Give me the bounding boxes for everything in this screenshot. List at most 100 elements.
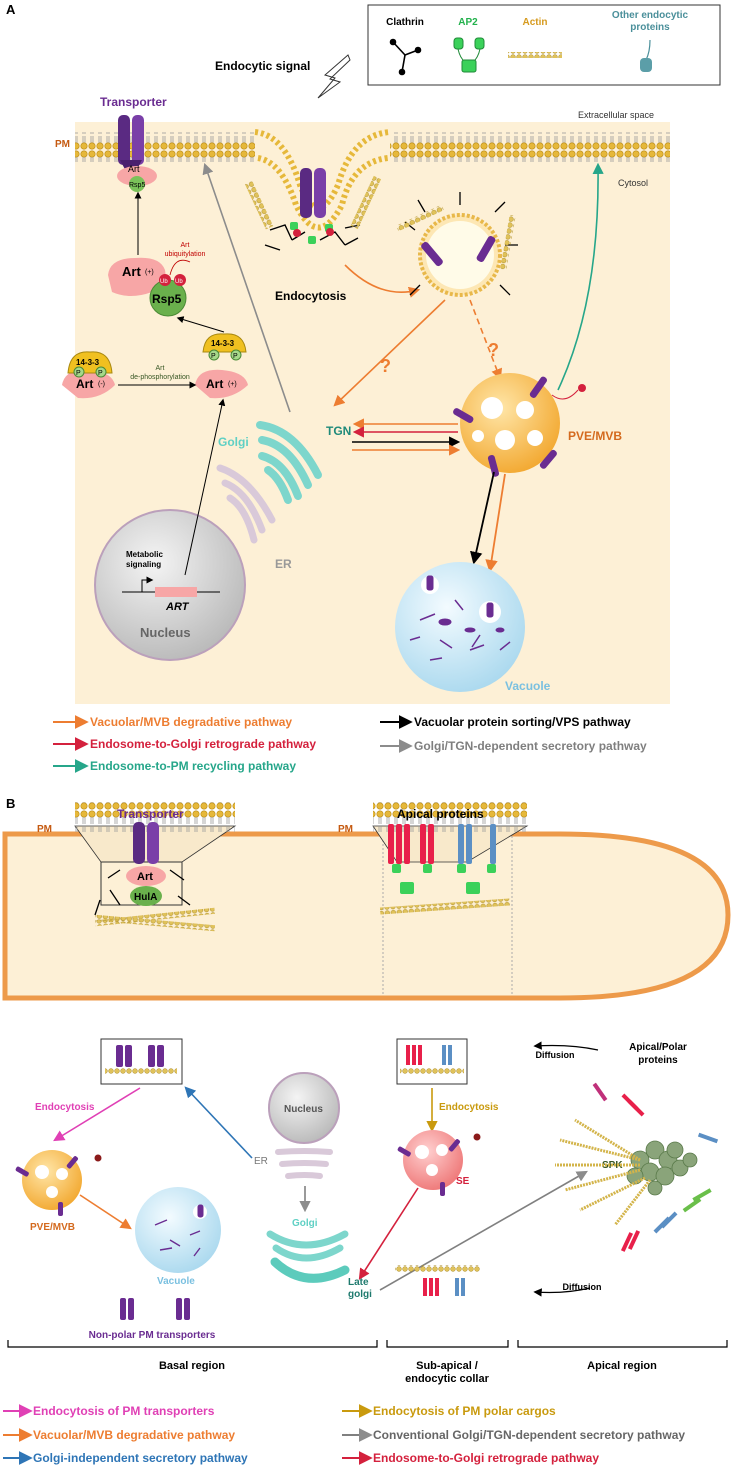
arrow-diffusion-bottom bbox=[533, 1287, 591, 1297]
apical-proteins-label: Apical proteins bbox=[397, 807, 484, 821]
art-ubiq-label: Art bbox=[122, 264, 141, 279]
ubiq-curl bbox=[169, 259, 191, 276]
art-ubiq-text-2: ubiquitylation bbox=[165, 251, 206, 258]
se-label: SE bbox=[456, 1176, 470, 1187]
p-left-2-label: P bbox=[98, 370, 103, 377]
arrow-endocytosis-magenta bbox=[53, 1087, 141, 1142]
subapical-text-1: Sub-apical / bbox=[416, 1360, 478, 1372]
endocytosis-label-a: Endocytosis bbox=[275, 289, 347, 303]
vacuole-b-contents bbox=[154, 1204, 207, 1257]
art-plus-sign: (+) bbox=[228, 381, 237, 388]
er-b bbox=[275, 1148, 333, 1179]
art-ubiq-text-1: Art bbox=[181, 242, 190, 249]
rsp5-pm-label: Rsp5 bbox=[129, 182, 145, 189]
arrow-vesicle-to-mvb bbox=[469, 299, 503, 381]
plasma-membrane-invagination bbox=[254, 129, 391, 211]
nucleus-label-a: Nucleus bbox=[140, 625, 191, 640]
ap2-icon bbox=[453, 37, 485, 73]
endocytosis-label-b2: Endocytosis bbox=[439, 1102, 499, 1113]
nucleus-label-b: Nucleus bbox=[284, 1104, 323, 1115]
gene-promoter-arrow bbox=[141, 576, 154, 592]
arrow-golgi-to-spk-gray bbox=[379, 1170, 588, 1291]
arrow-to-ubiq bbox=[176, 316, 225, 333]
non-polar-transporters bbox=[120, 1298, 190, 1320]
p-right-2 bbox=[230, 349, 242, 361]
arrow-endocytosis bbox=[344, 264, 421, 298]
rsp5-pm-blob bbox=[129, 176, 145, 192]
se-transporters bbox=[397, 1139, 460, 1196]
golgi-label-b: Golgi bbox=[292, 1218, 318, 1229]
plasma-membrane-invagination-inner bbox=[257, 155, 389, 231]
ub-tag-1-label: Ub bbox=[160, 279, 168, 285]
plasma-membrane-right bbox=[390, 132, 670, 162]
pit-actin-left bbox=[244, 180, 274, 230]
bracket-apical bbox=[517, 1340, 728, 1348]
p-right-1 bbox=[208, 349, 220, 361]
arrow-golgi-to-pm bbox=[202, 162, 291, 413]
vacuole-b bbox=[135, 1187, 221, 1273]
legend-a-orange-text: Vacuolar/MVB degradative pathway bbox=[90, 715, 292, 729]
legend-actin-label: Actin bbox=[523, 17, 548, 28]
legend-b-magenta-text: Endocytosis of PM transporters bbox=[33, 1404, 215, 1418]
spk-actin-rays bbox=[555, 1118, 652, 1226]
art-ubiq-plus: (+) bbox=[145, 269, 154, 276]
vesicle-clathrin bbox=[404, 192, 518, 296]
art-b-label: Art bbox=[137, 871, 153, 883]
arrow-mvb-to-vacuole-orange bbox=[485, 473, 506, 573]
er-label-b: ER bbox=[254, 1156, 268, 1167]
metabolic-text-2: signaling bbox=[126, 560, 161, 569]
basal-small-transporters bbox=[116, 1045, 164, 1067]
apical-ap2 bbox=[392, 864, 496, 894]
apical-actin bbox=[379, 898, 511, 915]
legend-b-gold-text: Endocytosis of PM polar cargos bbox=[373, 1404, 556, 1418]
ub-tag-2-label: Ub bbox=[175, 279, 183, 285]
transporter-label-b: Transporter bbox=[117, 807, 184, 821]
late-golgi-b bbox=[270, 1257, 350, 1283]
arrow-mvb-to-vacuole-b bbox=[79, 1194, 132, 1230]
pit-actin-right bbox=[350, 175, 382, 230]
hula-b-blob bbox=[130, 886, 162, 906]
legend-a-teal-text: Endosome-to-PM recycling pathway bbox=[90, 759, 296, 773]
basal-region-label: Basal region bbox=[159, 1360, 225, 1372]
bracket-subapical bbox=[386, 1340, 509, 1348]
diffusion-label-bottom: Diffusion bbox=[563, 1282, 602, 1292]
vacuole-contents-a bbox=[409, 575, 511, 661]
arrow-er-to-pm-blue bbox=[184, 1086, 253, 1159]
legend-a-black-text: Vacuolar protein sorting/VPS pathway bbox=[414, 715, 631, 729]
legend-a: Vacuolar/MVB degradative pathway Endosom… bbox=[53, 715, 647, 773]
vacuole-label-a: Vacuole bbox=[505, 679, 551, 693]
endocytosis-label-b1: Endocytosis bbox=[35, 1102, 95, 1113]
art-b-blob bbox=[126, 866, 166, 886]
legend-b-orange-text: Vacuolar/MVB degradative pathway bbox=[33, 1428, 235, 1442]
nucleus-b bbox=[268, 1072, 340, 1144]
legend-clathrin-label: Clathrin bbox=[386, 17, 424, 28]
art-minus-sign: (-) bbox=[98, 381, 105, 388]
mvb-transporters bbox=[453, 376, 557, 477]
14-3-3-left-label: 14-3-3 bbox=[76, 358, 100, 367]
basal-actin-2 bbox=[94, 914, 216, 932]
ub-tag-1 bbox=[159, 274, 171, 286]
pve-mvb-label-a: PVE/MVB bbox=[568, 429, 622, 443]
art-plus-label: Art bbox=[206, 377, 223, 391]
collar-actin bbox=[395, 1265, 480, 1272]
pm-label-a: PM bbox=[55, 139, 70, 150]
actin-icon bbox=[508, 52, 562, 58]
collar-proteins bbox=[423, 1278, 465, 1296]
extracellular-label: Extracellular space bbox=[578, 110, 654, 120]
vesicle-actin-2 bbox=[500, 214, 516, 271]
p-left-1 bbox=[73, 366, 85, 378]
art-plus-blob bbox=[195, 369, 248, 399]
nucleus-a bbox=[94, 509, 246, 661]
basal-box bbox=[100, 1038, 183, 1085]
golgi-stack bbox=[256, 421, 322, 504]
pit-ap2-cluster bbox=[290, 222, 334, 244]
apical-tip-proteins bbox=[592, 1082, 719, 1252]
endocytic-signal-label: Endocytic signal bbox=[215, 59, 310, 73]
legend-b-blue-text: Golgi-independent secretory pathway bbox=[33, 1451, 248, 1465]
mvb-ub-release bbox=[551, 389, 579, 400]
p-left-1-label: P bbox=[76, 370, 81, 377]
tgn-label: TGN bbox=[326, 424, 351, 438]
art-dephos-text-2: de-phosphorylation bbox=[130, 374, 190, 381]
transporter-b bbox=[133, 822, 159, 864]
